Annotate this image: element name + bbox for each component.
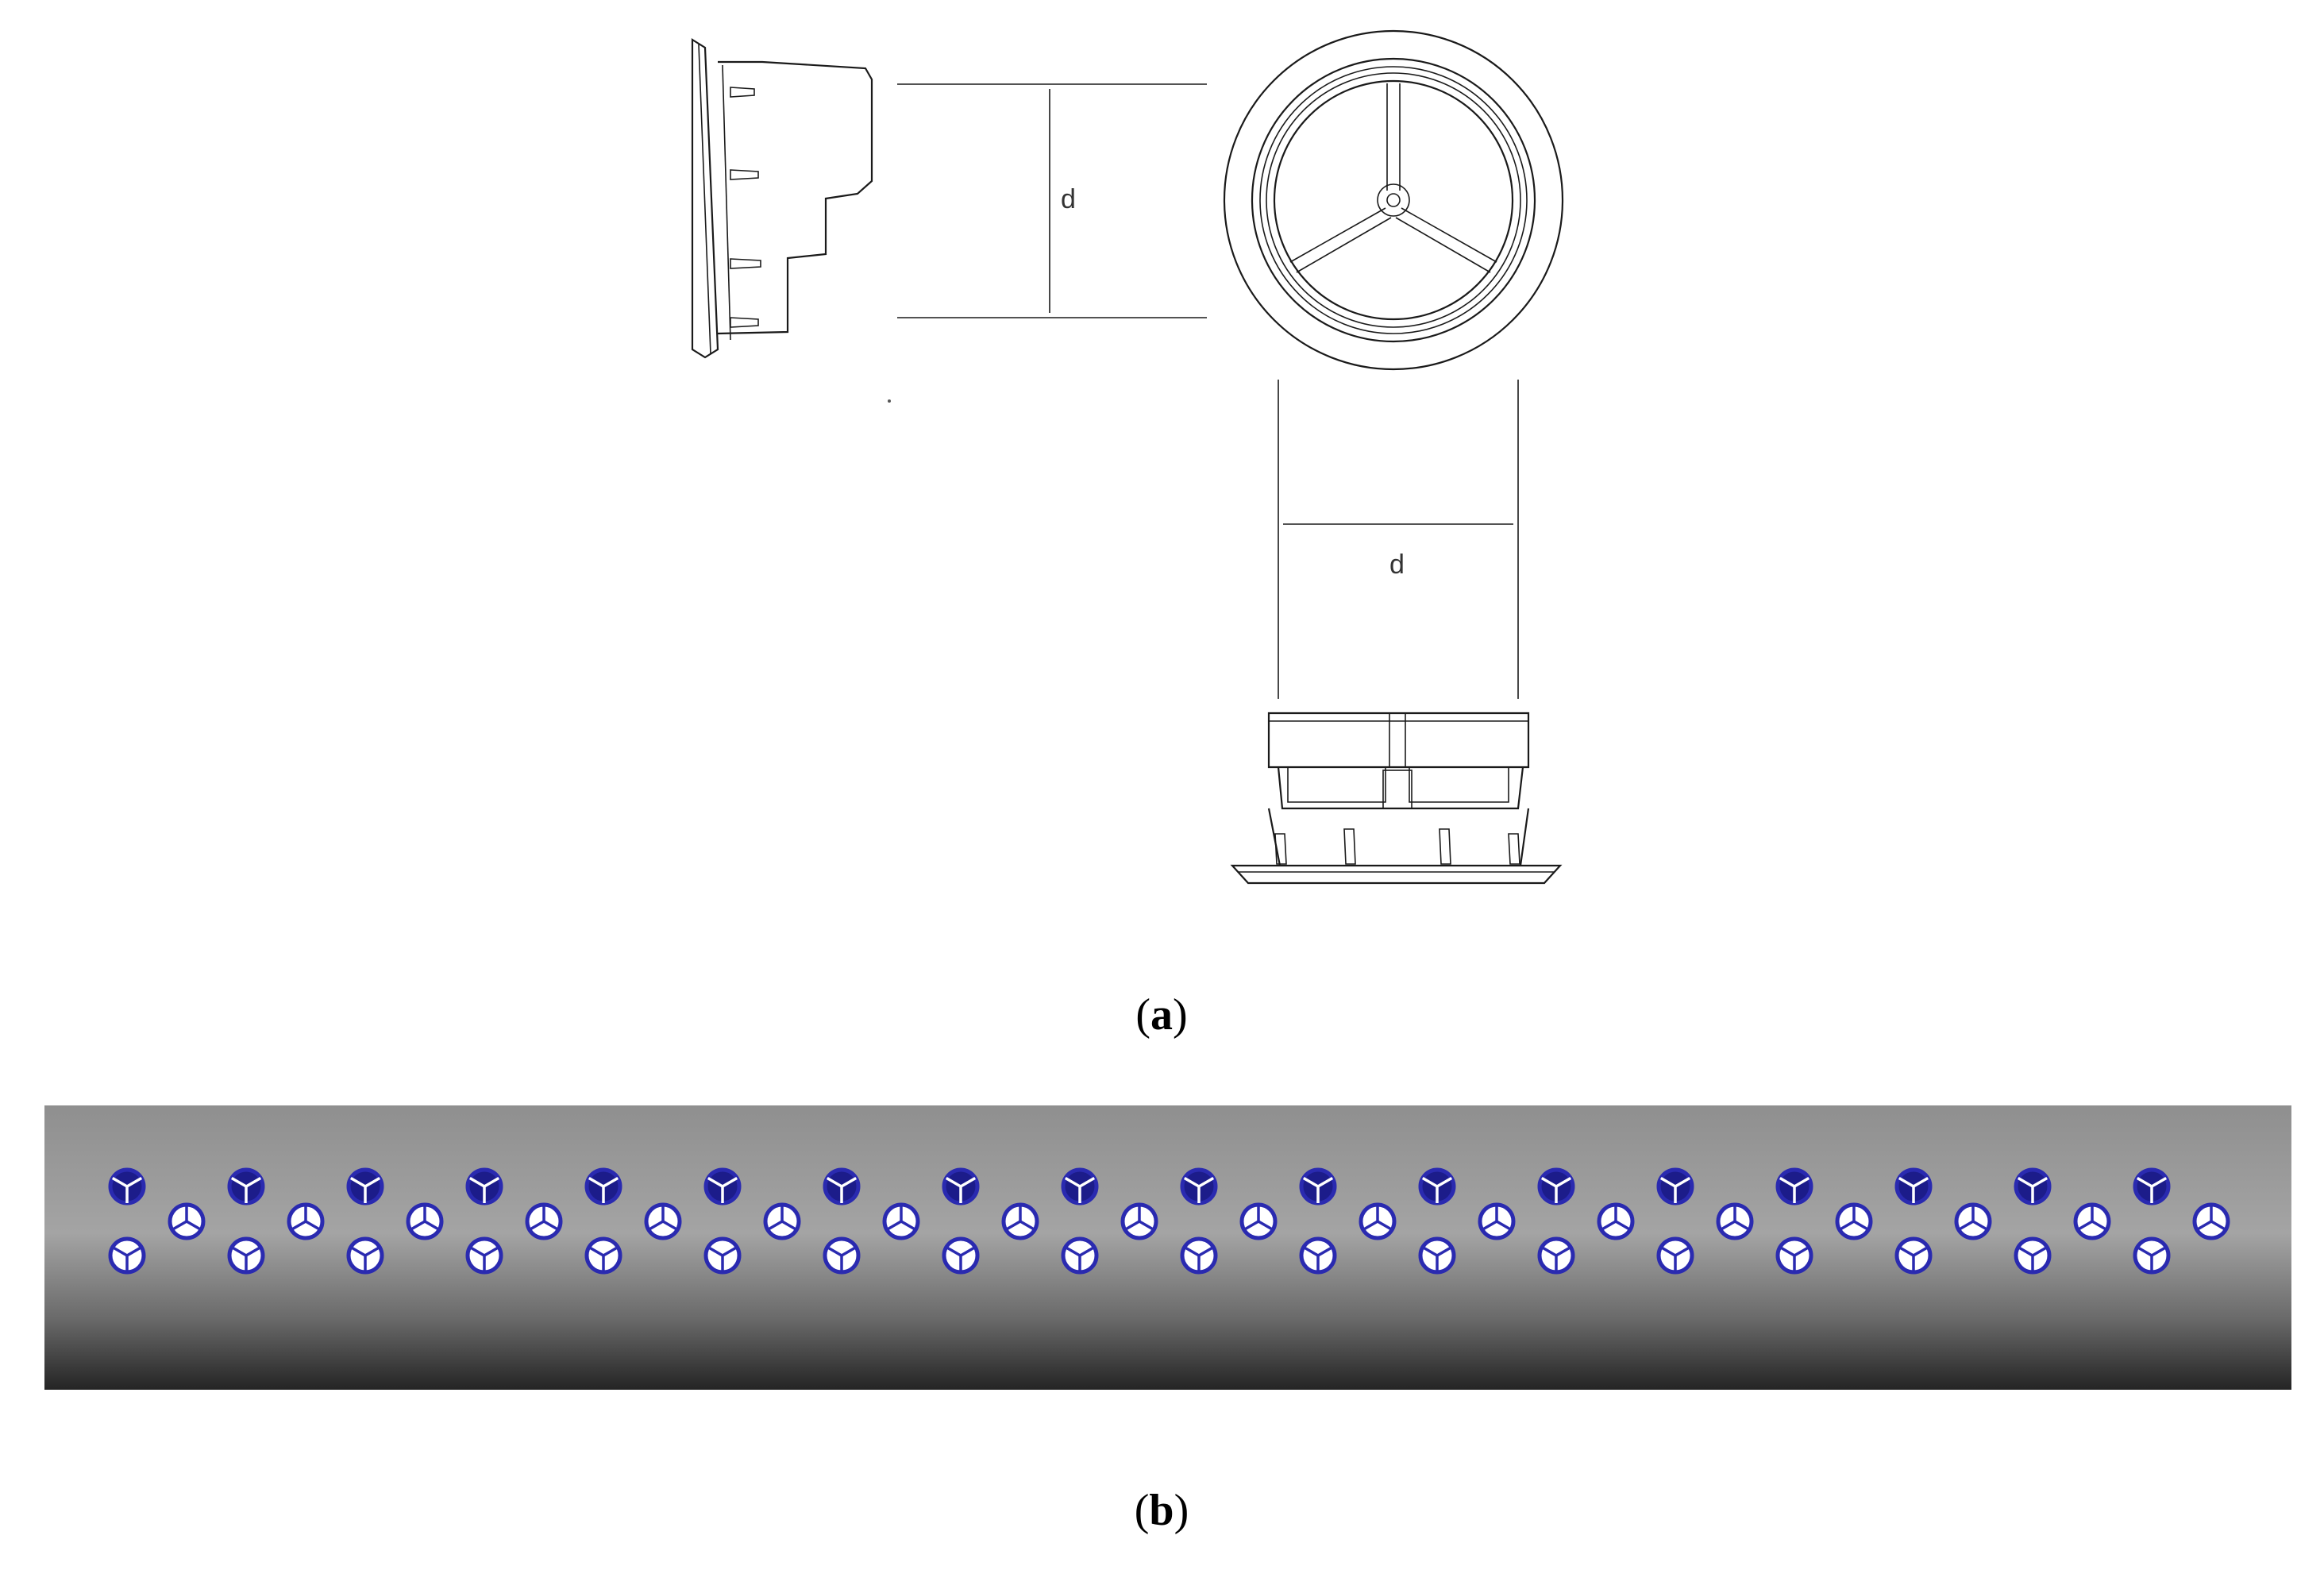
front-view-drawing bbox=[1223, 29, 1564, 371]
vent-hole-icon bbox=[1894, 1236, 1933, 1275]
vent-hole-icon bbox=[1180, 1236, 1218, 1275]
vent-hole-icon bbox=[1656, 1236, 1694, 1275]
vent-hole-icon bbox=[942, 1167, 980, 1205]
vent-hole-icon bbox=[465, 1236, 503, 1275]
vent-hole-icon bbox=[1597, 1202, 1635, 1240]
dimension-bottom: d bbox=[1278, 380, 1519, 699]
vent-hole-icon bbox=[346, 1236, 384, 1275]
vent-hole-icon bbox=[1775, 1167, 1813, 1205]
dimension-label-top: d bbox=[1061, 184, 1076, 214]
vent-hole-icon bbox=[1061, 1236, 1099, 1275]
vent-hole-icon bbox=[584, 1167, 622, 1205]
dimension-label-bottom: d bbox=[1389, 550, 1405, 580]
panel-b: (b) bbox=[44, 1105, 2291, 1535]
vent-hole-icon bbox=[1120, 1202, 1158, 1240]
vent-hole-icon bbox=[168, 1202, 206, 1240]
vent-hole-icon bbox=[108, 1236, 146, 1275]
vent-hole-icon bbox=[346, 1167, 384, 1205]
vent-hole-icon bbox=[227, 1167, 265, 1205]
vent-hole-icon bbox=[1061, 1167, 1099, 1205]
vent-hole-icon bbox=[2014, 1236, 2052, 1275]
vent-hole-icon bbox=[1656, 1167, 1694, 1205]
vent-hole-icon bbox=[823, 1236, 861, 1275]
vent-hole-icon bbox=[1894, 1167, 1933, 1205]
vent-hole-icon bbox=[2192, 1202, 2230, 1240]
vent-hole-icon bbox=[644, 1202, 682, 1240]
vent-hole-icon bbox=[1537, 1167, 1575, 1205]
vent-hole-icon bbox=[525, 1202, 563, 1240]
vent-hole-icon bbox=[882, 1202, 920, 1240]
vent-holes bbox=[108, 1167, 2230, 1275]
vent-hole-icon bbox=[1180, 1167, 1218, 1205]
vent-hole-icon bbox=[1299, 1236, 1337, 1275]
vent-hole-icon bbox=[2073, 1202, 2111, 1240]
vent-hole-icon bbox=[2133, 1167, 2171, 1205]
dimension-top: d bbox=[897, 83, 1207, 318]
vent-hole-icon bbox=[2014, 1167, 2052, 1205]
vent-hole-icon bbox=[1418, 1236, 1456, 1275]
vent-hole-icon bbox=[465, 1167, 503, 1205]
vent-hole-icon bbox=[1359, 1202, 1397, 1240]
vent-hole-icon bbox=[703, 1236, 742, 1275]
vent-hole-icon bbox=[1835, 1202, 1873, 1240]
side-view-drawing bbox=[691, 38, 891, 403]
vent-hole-icon bbox=[108, 1167, 146, 1205]
vent-hole-icon bbox=[1478, 1202, 1516, 1240]
panel-a: d d bbox=[691, 29, 1564, 1040]
vent-hole-icon bbox=[2133, 1236, 2171, 1275]
vent-hole-icon bbox=[1239, 1202, 1278, 1240]
vent-hole-icon bbox=[287, 1202, 325, 1240]
vent-hole-icon bbox=[1299, 1167, 1337, 1205]
vent-hole-icon bbox=[823, 1167, 861, 1205]
vent-hole-icon bbox=[584, 1236, 622, 1275]
panel-b-caption: (b) bbox=[1135, 1486, 1189, 1535]
panel-a-caption: (a) bbox=[1135, 990, 1187, 1040]
vent-hole-icon bbox=[703, 1167, 742, 1205]
vent-hole-icon bbox=[406, 1202, 444, 1240]
vent-hole-icon bbox=[1954, 1202, 1992, 1240]
vent-hole-icon bbox=[1418, 1167, 1456, 1205]
vent-hole-icon bbox=[942, 1236, 980, 1275]
vent-hole-icon bbox=[1716, 1202, 1754, 1240]
vent-hole-icon bbox=[227, 1236, 265, 1275]
bottom-view-drawing bbox=[1230, 712, 1563, 885]
vent-hole-icon bbox=[1775, 1236, 1813, 1275]
vent-hole-icon bbox=[763, 1202, 801, 1240]
vent-hole-icon bbox=[1001, 1202, 1039, 1240]
vent-hole-icon bbox=[1537, 1236, 1575, 1275]
